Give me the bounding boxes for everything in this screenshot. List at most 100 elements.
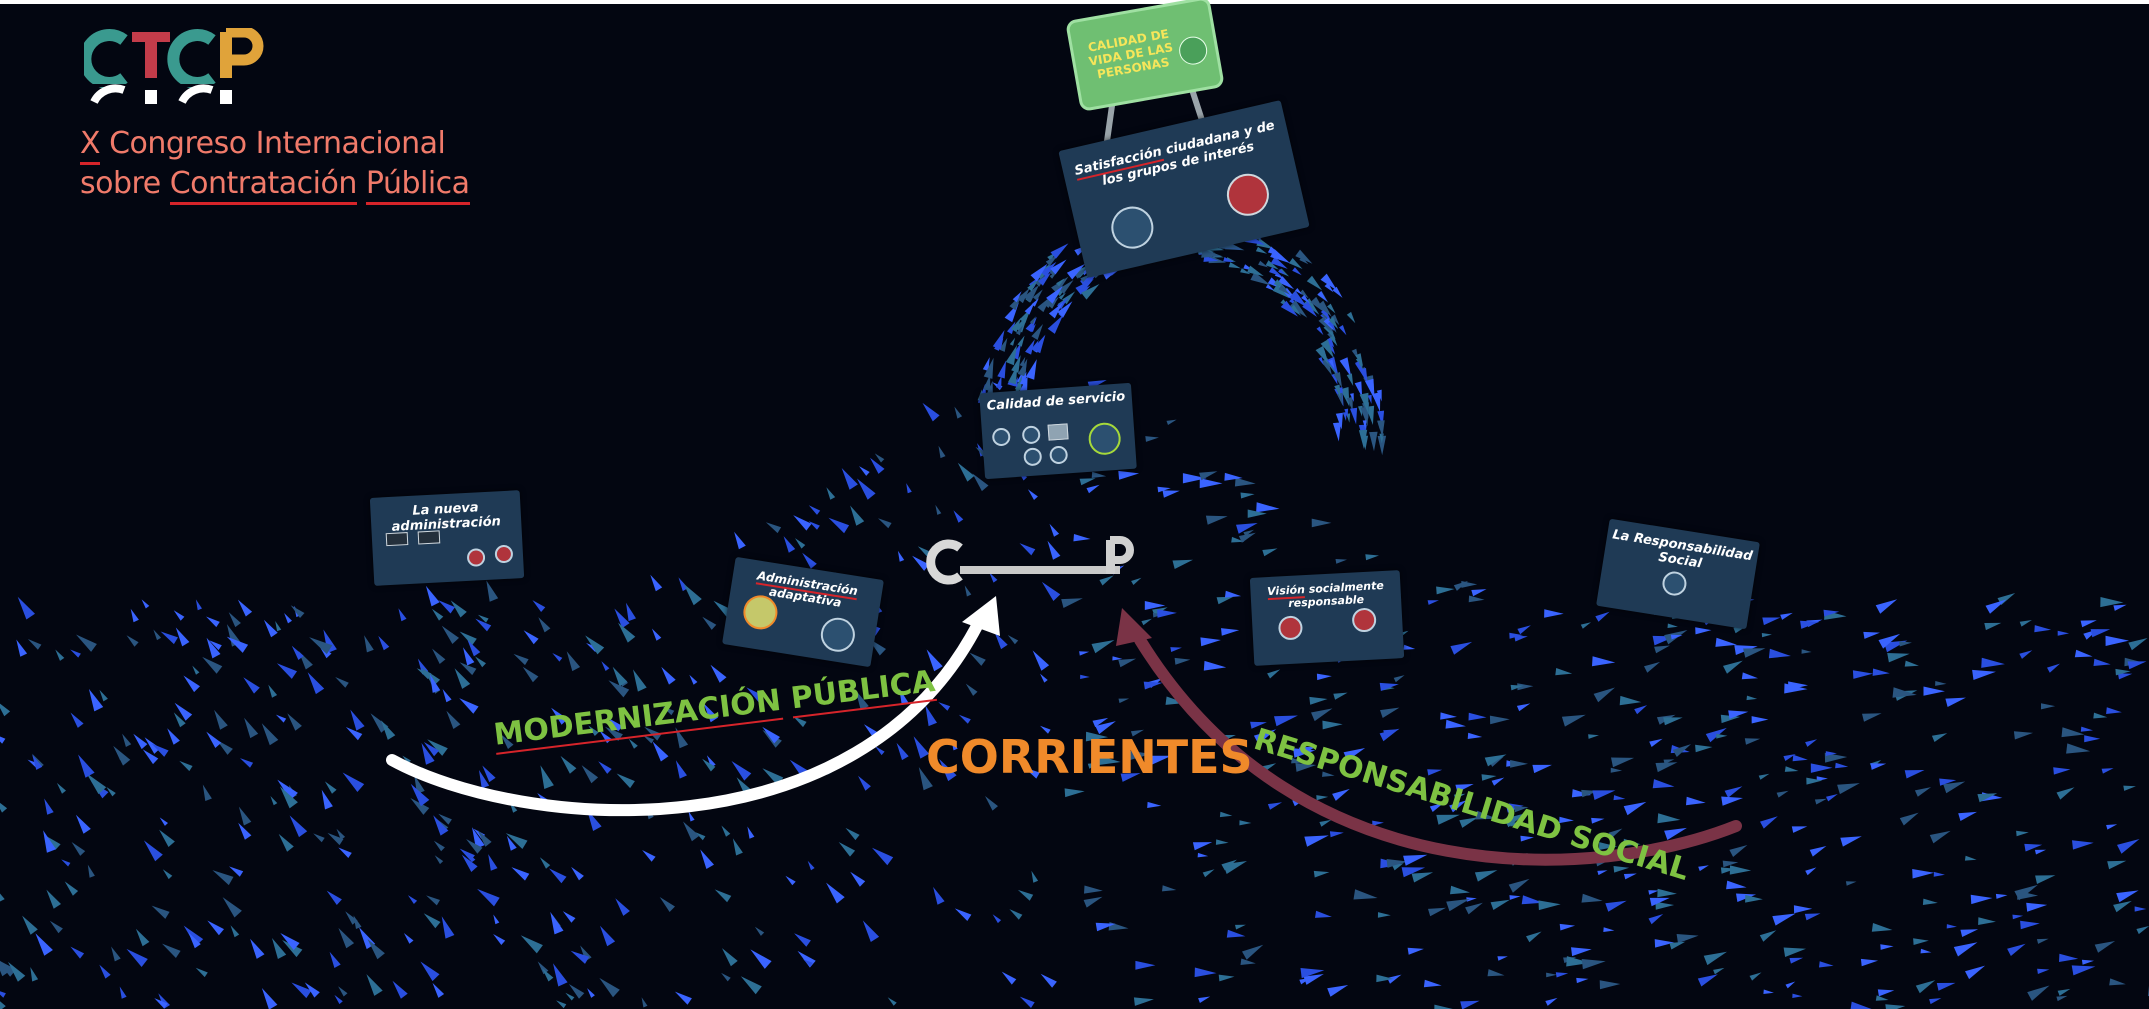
particle (1623, 873, 1637, 880)
particle (1329, 335, 1338, 347)
calidad-topic-circle[interactable] (1049, 445, 1069, 465)
particle (1387, 974, 1402, 984)
particle (158, 993, 170, 1009)
card-vision-responsable[interactable]: Visión socialmente responsable (1249, 570, 1405, 666)
particle (1135, 960, 1156, 970)
particle (64, 881, 79, 896)
particle (1224, 472, 1243, 481)
nueva-topic-circle[interactable] (494, 544, 514, 564)
particle (964, 585, 972, 597)
particle (1623, 801, 1647, 816)
particle (0, 893, 5, 902)
particle (454, 668, 471, 689)
particle (926, 649, 943, 672)
card-nueva-administracion[interactable]: La nueva administración (369, 490, 525, 586)
particle (309, 637, 333, 655)
particle (226, 636, 249, 653)
responsabilidad-topic-circle[interactable] (1660, 569, 1689, 598)
particle (997, 360, 1007, 379)
particle (1670, 634, 1683, 640)
particle (1450, 641, 1473, 655)
particle (70, 649, 81, 658)
calidad-topic-circle[interactable] (1021, 425, 1041, 445)
particle (1429, 802, 1444, 812)
particle (1061, 598, 1083, 608)
particle (500, 734, 514, 749)
top-border (0, 0, 2149, 4)
particle (1017, 335, 1025, 347)
particle (1613, 795, 1626, 801)
particle (1359, 392, 1369, 414)
particle (207, 920, 224, 936)
particle (608, 680, 630, 698)
particle (661, 666, 676, 685)
particle (2066, 743, 2091, 754)
particle (1318, 316, 1331, 332)
administracion-topic-circle[interactable] (818, 615, 858, 655)
satisfaccion-topic-circle[interactable] (1222, 169, 1274, 220)
particle (338, 847, 352, 858)
particle (1265, 260, 1279, 270)
particle (1649, 738, 1663, 747)
particle (1250, 721, 1267, 729)
particle (1510, 684, 1524, 691)
congress-title-line2: sobre Contratación Pública (80, 166, 470, 205)
card-calidad-servicio[interactable]: Calidad de servicio (979, 382, 1137, 480)
particle (78, 754, 95, 778)
particle (1247, 265, 1264, 277)
particle (126, 635, 139, 647)
particle (992, 330, 1005, 350)
particle (765, 522, 782, 534)
particle (222, 897, 242, 918)
particle (1763, 989, 1774, 994)
calidad-topic-circle[interactable] (1023, 447, 1043, 467)
particle (1218, 974, 1235, 982)
nueva-topic-circle[interactable] (466, 548, 486, 567)
particle (472, 827, 485, 849)
particle (1610, 767, 1623, 773)
particle (1695, 627, 1712, 635)
vision-topic-circle[interactable] (1277, 615, 1304, 641)
particle (2123, 785, 2136, 791)
particle (2026, 902, 2048, 912)
particle (0, 703, 11, 717)
particle (633, 669, 647, 692)
particle (61, 859, 71, 867)
particle (75, 814, 91, 834)
particle (1510, 822, 1521, 827)
particle (523, 630, 539, 645)
particle (1377, 912, 1391, 918)
particle (1324, 282, 1334, 293)
particle (162, 943, 181, 958)
particle (2107, 860, 2127, 870)
calidad-topic-circle[interactable] (991, 427, 1011, 447)
particle (1784, 766, 1799, 772)
particle (268, 684, 278, 698)
particle (1762, 617, 1781, 626)
particle (1878, 633, 1901, 649)
particle (1315, 345, 1329, 365)
calidad-highlight-circle[interactable] (1087, 421, 1122, 456)
particle (1490, 899, 1510, 910)
particle (1697, 974, 1718, 987)
particle (141, 599, 150, 609)
vision-topic-circle[interactable] (1351, 607, 1377, 633)
nueva-topic-thumb[interactable] (417, 530, 441, 545)
particle (1012, 291, 1022, 303)
particle (2057, 630, 2070, 636)
particle (802, 552, 817, 569)
particle (27, 639, 42, 650)
particle (467, 639, 481, 657)
particle (1595, 611, 1610, 622)
nueva-topic-thumb[interactable] (385, 532, 409, 547)
particle (1508, 878, 1530, 893)
particle (870, 457, 885, 474)
particle (329, 951, 341, 968)
calidad-topic-thumb[interactable] (1047, 423, 1069, 441)
particle (1221, 628, 1240, 636)
particle (44, 798, 54, 815)
satisfaccion-topic-circle[interactable] (1107, 202, 1158, 253)
particle (1031, 340, 1039, 352)
particle (695, 832, 706, 841)
